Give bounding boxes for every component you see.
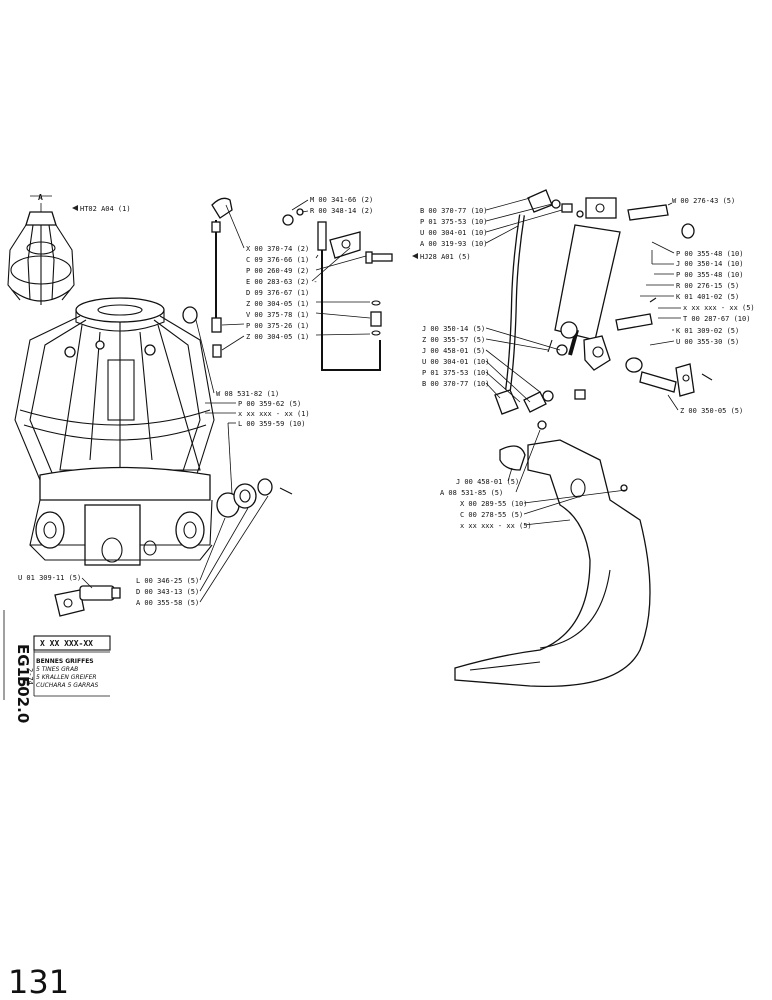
page-number: 131 bbox=[8, 963, 69, 1000]
part-label: M 00 341-66 (2) bbox=[310, 196, 373, 204]
part-label: 2-74 bbox=[26, 668, 34, 685]
tine bbox=[454, 420, 651, 688]
part-label: EG15 bbox=[14, 644, 32, 687]
part-label: E 00 283-63 (2) - bbox=[246, 278, 318, 286]
part-label: F02.0 bbox=[14, 676, 32, 723]
part-label: C 00 278-55 (5) bbox=[460, 511, 523, 519]
part-label: BENNES GRIFFES bbox=[36, 658, 94, 665]
label-m00: M 00 341-66 (2) R 00 348-14 (2) bbox=[291, 196, 373, 215]
part-label: D 09 376-67 (1) bbox=[246, 289, 309, 297]
part-label: T 00 287-67 (10) bbox=[683, 315, 750, 323]
bottom-part-list: L 00 346-25 (5) D 00 343-13 (5) A 00 355… bbox=[136, 495, 269, 607]
title-box: X XX XXX-XX BENNES GRIFFES 5 TINES GRAB … bbox=[33, 635, 111, 697]
part-label: P 00 375-26 (1) bbox=[246, 322, 309, 330]
part-label: P 00 355-48 (10) bbox=[676, 271, 743, 279]
tine-part-list: J 00 458-01 (5) A 08 531-85 (5) X 00 289… bbox=[440, 429, 627, 530]
part-label: Z 00 304-05 (1) bbox=[246, 333, 309, 341]
pin-top-label: W 00 276-43 (5) bbox=[667, 197, 735, 206]
part-label: 5 TINES GRAB bbox=[36, 666, 78, 673]
part-label: L 00 359-59 (10) bbox=[238, 420, 305, 428]
part-label: A 00 319-93 (10) bbox=[420, 240, 487, 248]
part-label: J 00 458-01 (5) bbox=[422, 347, 485, 355]
u-label: U 01 309-11 (5) bbox=[18, 574, 93, 589]
sheet-code: EG15 F02.0 2-74 bbox=[3, 610, 34, 723]
part-label: x xx xxx - xx (5) bbox=[683, 304, 755, 312]
part-label: X 00 370-74 (2) bbox=[246, 245, 309, 253]
part-label: L 00 346-25 (5) bbox=[136, 577, 199, 585]
part-label: K 01 309-02 (5) bbox=[676, 327, 739, 335]
hydraulic-cylinder bbox=[554, 197, 621, 371]
grab-body bbox=[14, 297, 215, 566]
part-label: U 00 304-01 (10) bbox=[422, 358, 489, 366]
part-label: Z 00 304-05 (1) bbox=[246, 300, 309, 308]
part-label: R 00 348-14 (2) bbox=[310, 207, 373, 215]
bush-and-nut-parts bbox=[182, 306, 293, 518]
part-label: D 00 343-13 (5) bbox=[136, 588, 199, 596]
ref-ht02-label: HT02 A04 (1) bbox=[80, 205, 131, 213]
hose-part-list: X 00 370-74 (2) C 09 376-66 (1) P 00 260… bbox=[221, 204, 371, 351]
part-label: A 00 355-58 (5) bbox=[136, 599, 199, 607]
part-label: W 00 276-43 (5) bbox=[672, 197, 735, 205]
part-label: V 00 375-78 (1) bbox=[246, 311, 309, 319]
part-label: X 00 289-55 (10) bbox=[460, 500, 527, 508]
part-label: J 00 350-14 (5) bbox=[422, 325, 485, 333]
pins-and-links bbox=[615, 204, 713, 397]
part-label: 5 KRALLEN GREIFER bbox=[36, 674, 97, 681]
part-label: P 01 375-53 (10) bbox=[422, 369, 489, 377]
part-label: J 00 458-01 (5) bbox=[456, 478, 519, 486]
right-hoses bbox=[494, 189, 586, 415]
part-label: X XX XXX-XX bbox=[40, 639, 93, 648]
part-label: P 00 260-49 (2) bbox=[246, 267, 309, 275]
part-label: x xx xxx - xx (5) bbox=[460, 522, 532, 530]
part-label: W 08 531-82 (1) bbox=[216, 390, 279, 398]
z-label: Z 00 350-05 (5) bbox=[667, 394, 743, 415]
part-label: Z 00 350-05 (5) bbox=[680, 407, 743, 415]
part-label: CUCHARA 5 GARRAS bbox=[36, 682, 98, 689]
part-label: K 01 401-02 (5) bbox=[676, 293, 739, 301]
part-label: HJ28 A01 (5) bbox=[420, 253, 471, 261]
part-label: A 08 531-85 (5) bbox=[440, 489, 503, 497]
part-label: Z 00 355-57 (5) bbox=[422, 336, 485, 344]
ref-ht02: HT02 A04 (1) bbox=[72, 205, 131, 213]
part-label: U 00 304-01 (10) bbox=[420, 229, 487, 237]
part-label: U 00 355-30 (5) bbox=[676, 338, 739, 346]
small-grab-view: A bbox=[7, 193, 75, 305]
part-label: B 00 370-77 (10) bbox=[420, 207, 487, 215]
part-label: B 00 370-77 (10) bbox=[422, 380, 489, 388]
u-pin-part bbox=[54, 585, 121, 617]
part-label: U 01 309-11 (5) bbox=[18, 574, 81, 582]
part-label: C 09 376-66 (1) bbox=[246, 256, 309, 264]
right-midleft-list: J 00 350-14 (5) Z 00 355-57 (5) J 00 458… bbox=[422, 325, 561, 403]
ref-hj28: HJ28 A01 (5) bbox=[412, 253, 471, 261]
part-label: x xx xxx - xx (1) bbox=[238, 410, 310, 418]
right-top-list: B 00 370-77 (10) P 01 375-53 (10) U 00 3… bbox=[420, 197, 563, 248]
part-label: P 00 359-62 (5) bbox=[238, 400, 301, 408]
part-label: J 00 350-14 (10) bbox=[676, 260, 743, 268]
right-mid-list: P 00 355-48 (10) J 00 350-14 (10) P 00 3… bbox=[640, 241, 755, 346]
view-letter: A bbox=[38, 193, 43, 202]
part-label: P 00 355-48 (10) bbox=[676, 250, 743, 258]
body-part-list: W 08 531-82 (1) P 00 359-62 (5) x xx xxx… bbox=[195, 319, 310, 495]
part-label: R 00 276-15 (5) bbox=[676, 282, 739, 290]
part-label: P 01 375-53 (10) bbox=[420, 218, 487, 226]
left-hose-assembly bbox=[211, 197, 393, 371]
